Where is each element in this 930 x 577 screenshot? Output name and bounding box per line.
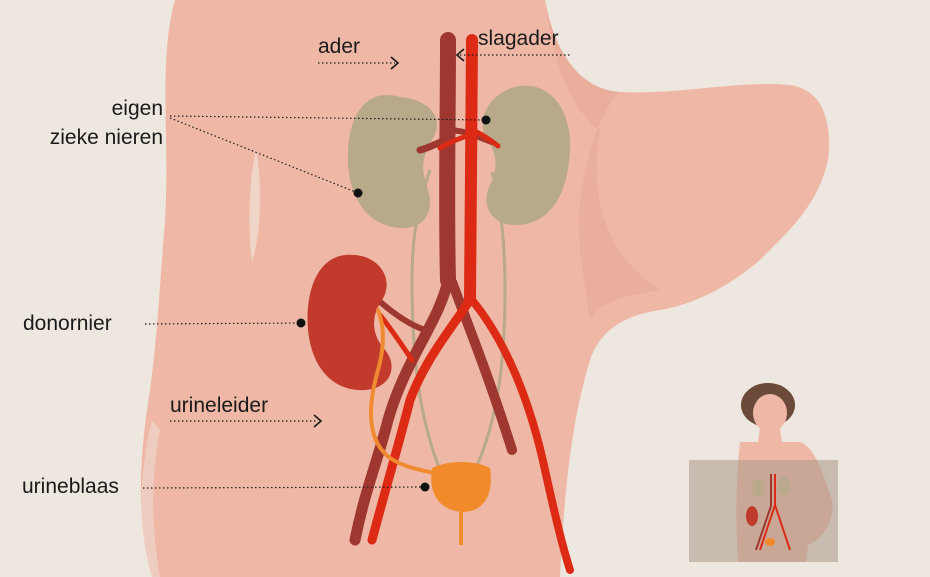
artery-main xyxy=(470,40,472,300)
label-slagader: slagader xyxy=(478,27,559,51)
label-ader: ader xyxy=(318,35,360,59)
inset-box xyxy=(689,460,838,562)
inset-bladder xyxy=(765,538,775,546)
leader-dot-icon xyxy=(354,189,363,198)
leader-dot-icon xyxy=(297,319,306,328)
vein-main xyxy=(447,40,448,280)
inset-kidney-left xyxy=(752,479,764,497)
leader-dot-icon xyxy=(421,483,430,492)
inset-donor-kidney xyxy=(746,506,758,526)
label-urineblaas: urineblaas xyxy=(22,475,119,499)
inset-neck xyxy=(758,428,782,442)
label-urineleider: urineleider xyxy=(170,394,268,418)
inset-face xyxy=(753,394,787,432)
label-donornier: donornier xyxy=(23,312,112,336)
leader-dot-icon xyxy=(482,116,491,125)
label-eigen-line2: zieke nieren xyxy=(10,126,163,150)
inset-kidney-right xyxy=(778,477,790,495)
label-eigen-line1: eigen xyxy=(40,97,163,121)
